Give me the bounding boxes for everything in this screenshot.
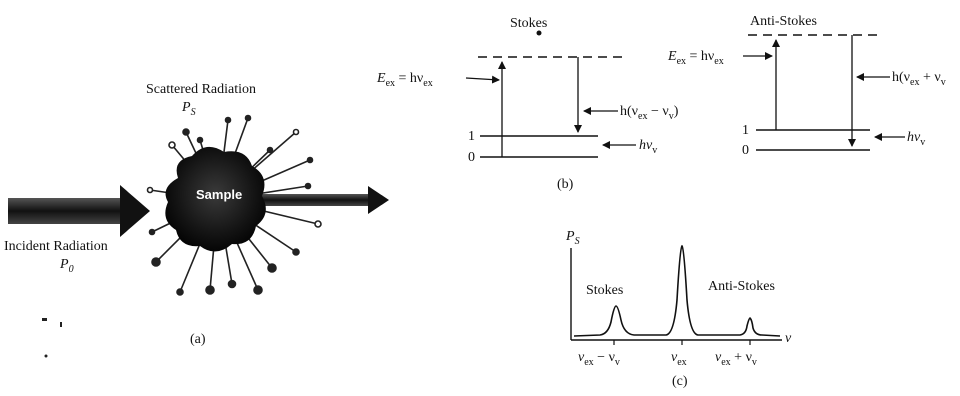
scattered-power-symbol: PS xyxy=(181,100,196,118)
scan-specks xyxy=(42,318,62,358)
anti-stokes-peak-label: Anti-Stokes xyxy=(708,279,775,294)
spectrum-y-label: PS xyxy=(565,229,580,247)
stokes-vib-label: hνv xyxy=(639,138,657,156)
tick-stokes-label: νex − νv xyxy=(578,350,620,368)
anti-stokes-level-0-label: 0 xyxy=(742,143,749,158)
panel-b-caption: (b) xyxy=(557,177,574,192)
panel-b: Stokes 1 0 Eex = hνex h(νex − νv) hνv (b… xyxy=(376,14,946,192)
anti-stokes-title: Anti-Stokes xyxy=(750,14,817,29)
tick-anti-stokes-label: νex + νv xyxy=(715,350,757,368)
anti-stokes-energy-label: Eex = hνex xyxy=(667,49,724,67)
panel-a-caption: (a) xyxy=(190,332,206,347)
incident-radiation-label: Incident Radiation xyxy=(4,239,108,254)
stokes-scatter-label: h(νex − νv) xyxy=(620,104,679,122)
anti-stokes-energy-diagram: Anti-Stokes 1 0 Eex = hνex h(νex + νv hν… xyxy=(667,14,946,158)
sample-label: Sample xyxy=(196,187,242,202)
stokes-energy-diagram: Stokes 1 0 Eex = hνex h(νex − νv) hνv xyxy=(376,16,679,165)
stokes-energy-label: Eex = hνex xyxy=(376,71,433,89)
stokes-title: Stokes xyxy=(510,16,547,31)
stokes-level-0-label: 0 xyxy=(468,150,475,165)
anti-stokes-level-1-label: 1 xyxy=(742,123,749,138)
panel-c: PS ν Stokes Anti-Stokes νex − νv νex νex… xyxy=(565,229,792,389)
anti-stokes-scatter-label: h(νex + νv xyxy=(892,70,946,88)
spectrum-x-label: ν xyxy=(785,331,792,346)
scattered-radiation-label: Scattered Radiation xyxy=(146,82,256,97)
panel-a: Scattered Radiation PS xyxy=(4,82,389,347)
tick-rayleigh-label: νex xyxy=(671,350,687,368)
panel-c-caption: (c) xyxy=(672,374,688,389)
anti-stokes-vib-label: hνv xyxy=(907,130,925,148)
stokes-dot xyxy=(537,31,542,36)
stokes-level-1-label: 1 xyxy=(468,129,475,144)
incident-power-symbol: P0 xyxy=(59,257,74,275)
stokes-energy-pointer xyxy=(466,78,499,80)
incident-beam-arrow xyxy=(8,185,150,237)
stokes-peak-label: Stokes xyxy=(586,283,623,298)
